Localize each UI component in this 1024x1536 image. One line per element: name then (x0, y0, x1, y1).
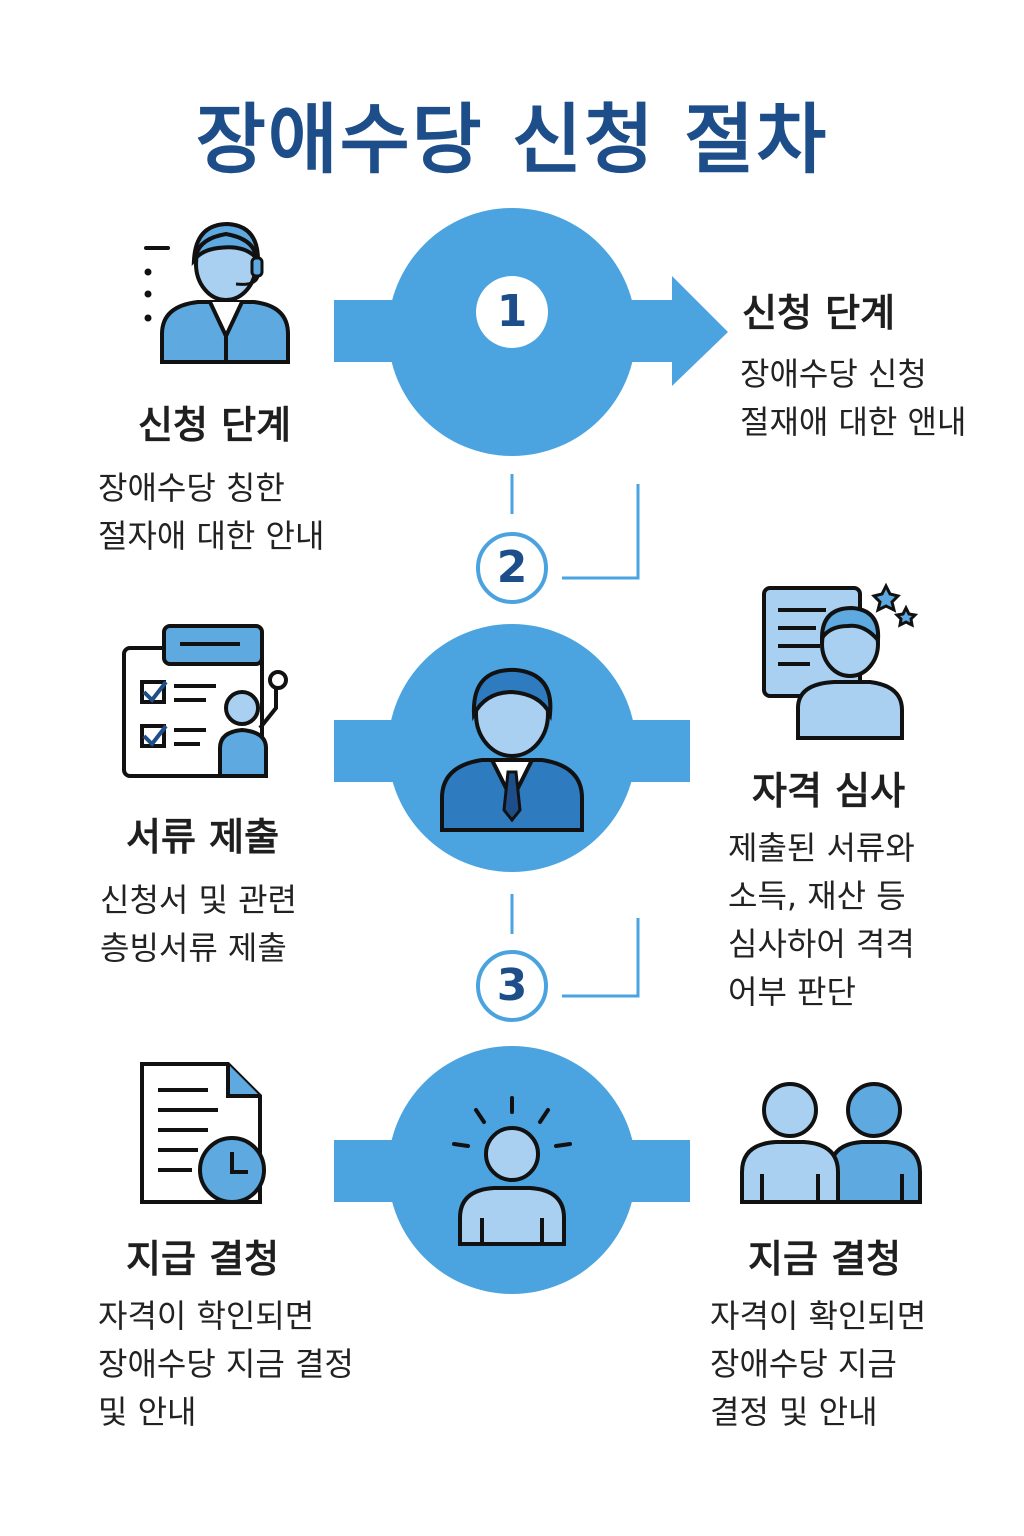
businessman-icon (440, 667, 584, 832)
step-description: 자격이 학인되면 장애수당 지금 결정 및 안내 (98, 1297, 354, 1431)
step-description: 자격이 확인되면 장애수당 지금 결정 및 안내 (710, 1297, 927, 1431)
step-number-1: 1 (476, 276, 548, 348)
step-heading: 신청 단계 (138, 403, 292, 447)
step-number-3: 3 (476, 950, 548, 1022)
step-description: 제출된 서류와 소득, 재산 등 심사하어 격격 어부 판단 (728, 829, 915, 1011)
step-number-2: 2 (476, 532, 548, 604)
two-people-icon (740, 1082, 922, 1204)
highlighted-person-icon (452, 1096, 572, 1246)
step-description: 장애수당 신청 절재애 대한 앤내 (740, 355, 967, 441)
step-heading: 서류 제출 (126, 815, 280, 859)
flow-arrow-head (672, 276, 728, 386)
step-heading: 지급 결청 (126, 1237, 280, 1281)
step-heading: 신청 단계 (742, 291, 896, 335)
step-description: 장애수당 칭한 절자애 대한 안내 (98, 469, 325, 555)
document-reviewer-icon (762, 582, 919, 740)
step-heading: 자격 심사 (752, 769, 906, 813)
document-checklist-icon (122, 624, 288, 778)
connector-line (562, 484, 640, 580)
step-description: 신청서 및 관련 층빙서류 제출 (100, 881, 297, 967)
page-title: 장애수당 신청 절차 (195, 95, 829, 184)
connector-line (562, 918, 640, 998)
step-heading: 지금 결청 (748, 1237, 902, 1281)
call-center-agent-icon (144, 221, 290, 364)
document-clock-icon (140, 1062, 266, 1204)
